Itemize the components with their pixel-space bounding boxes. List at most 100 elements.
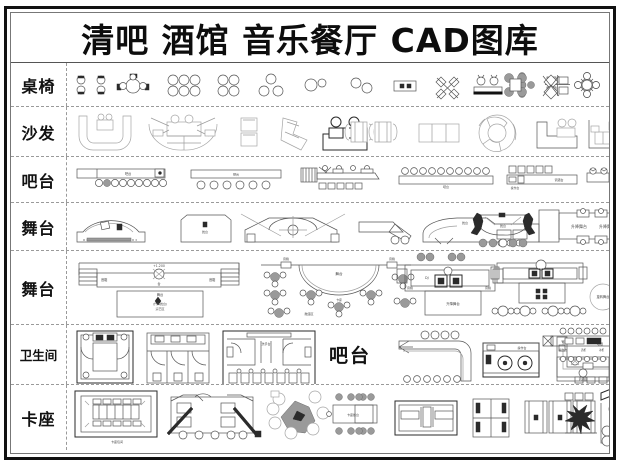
curved-sofa-with-table bbox=[148, 114, 218, 151]
three-seat-sofa bbox=[418, 123, 460, 143]
two-chairs-with-bench bbox=[473, 74, 503, 95]
svg-text:音箱: 音箱 bbox=[407, 285, 413, 290]
row-content-sofas bbox=[67, 107, 609, 156]
svg-text:演艺区: 演艺区 bbox=[155, 306, 164, 311]
long-booth-table-with-chairs: 卡座餐台 bbox=[326, 393, 374, 435]
round-booth-with-chairs bbox=[266, 390, 330, 440]
row-label-cell-tables: 桌椅 bbox=[11, 63, 67, 106]
sofa-blocks-right bbox=[344, 114, 609, 152]
svg-text:旋转舞台: 旋转舞台 bbox=[597, 294, 609, 299]
annotation-lift-stage-1: 升降舞台 bbox=[571, 223, 587, 229]
title-block: 清吧 酒馆 音乐餐厅 CAD图库 bbox=[11, 13, 609, 63]
long-bar-with-seven-stools: 吧台 bbox=[190, 169, 282, 190]
row-label-cell-restroom: 卫生间 bbox=[11, 325, 67, 384]
svg-text:操作台: 操作台 bbox=[559, 348, 567, 352]
row-content-stage: 舞台 bbox=[67, 203, 609, 250]
angled-chaise-sofa bbox=[280, 117, 308, 151]
svg-text:酒柜: 酒柜 bbox=[581, 348, 587, 352]
four-cell-booth-grid bbox=[472, 398, 510, 438]
row-content-bar: 吧台 吧台 bbox=[67, 157, 609, 202]
restroom-plan-two-stalls bbox=[76, 330, 134, 384]
annotation-lift-stage-2: 升降舞台 bbox=[599, 223, 609, 229]
lounge-seating-plan bbox=[588, 120, 609, 149]
starburst-and-corner-booth bbox=[564, 389, 609, 447]
starburst-icon bbox=[564, 404, 596, 435]
row-content-tables bbox=[67, 63, 609, 106]
domed-stage-plan bbox=[76, 220, 146, 243]
small-bar-two-stools bbox=[586, 167, 609, 183]
table-row: 卫生间 bbox=[11, 325, 609, 385]
svg-text:卡座包间: 卡座包间 bbox=[111, 439, 123, 444]
restroom-plan-with-urinals: 洗手台 bbox=[222, 330, 316, 384]
banquet-chairs-top bbox=[576, 208, 608, 218]
table-row: 沙发 bbox=[11, 107, 609, 157]
seating-below-stage bbox=[491, 305, 587, 317]
booth-blocks-left: 卡座包间 bbox=[74, 390, 374, 444]
svg-text:舞台: 舞台 bbox=[157, 292, 163, 297]
audience-tables: 卡座 bbox=[263, 271, 417, 318]
table-row: 舞台 音箱 音箱 +1.200 台 bbox=[11, 251, 609, 325]
svg-text:音箱: 音箱 bbox=[389, 256, 395, 261]
dj-booth-stage-plan: DJ 升降舞台 音箱 音箱 bbox=[396, 252, 504, 316]
svg-text:散座区: 散座区 bbox=[304, 311, 313, 316]
svg-text:吧台: 吧台 bbox=[125, 171, 131, 176]
single-round-table bbox=[304, 78, 327, 92]
square-table-four-chairs-dark bbox=[504, 73, 527, 97]
drawing-border-outer bbox=[4, 6, 616, 460]
booth-table-continued bbox=[354, 393, 378, 435]
row-label-bar: 吧台 bbox=[21, 171, 56, 191]
banquet-chairs-bottom bbox=[576, 235, 608, 245]
row-content-booth: 卡座包间 bbox=[67, 385, 609, 450]
double-diamond-chairs bbox=[542, 74, 560, 100]
svg-text:舞台: 舞台 bbox=[500, 223, 506, 228]
svg-text:音箱: 音箱 bbox=[485, 285, 491, 290]
u-shaped-booth-sofa bbox=[78, 113, 132, 151]
page-title: 清吧 酒馆 音乐餐厅 CAD图库 bbox=[81, 20, 539, 60]
stage-with-performers: 舞台 bbox=[470, 212, 536, 248]
booth-room-plan: 卡座包间 bbox=[74, 390, 158, 444]
row-label-cell-stage-detail: 舞台 bbox=[11, 251, 67, 324]
round-table-petal-chairs bbox=[574, 72, 600, 98]
svg-text:舞台: 舞台 bbox=[335, 271, 343, 276]
svg-text:操作台: 操作台 bbox=[511, 186, 520, 190]
round-table-with-four-chairs bbox=[116, 73, 150, 94]
bar-counter-blocks: 吧台 吧台 bbox=[76, 165, 609, 190]
table-row: 卡座 卡座包间 bbox=[11, 385, 609, 450]
stage-elevation-with-speakers: 音箱 音箱 +1.200 台 舞台 (升降舞台) 演艺区 bbox=[78, 262, 240, 318]
svg-text:调酒台: 调酒台 bbox=[554, 177, 563, 182]
four-round-tables-cluster bbox=[167, 74, 201, 97]
svg-text:操作台: 操作台 bbox=[517, 345, 526, 350]
stage-with-dj-and-seating: 旋转舞台 bbox=[490, 259, 609, 317]
svg-text:调酒区: 调酒区 bbox=[579, 377, 588, 381]
svg-text:吧台: 吧台 bbox=[233, 172, 239, 177]
row-label-stage: 舞台 bbox=[21, 218, 56, 238]
back-bar-with-sinks: 操作台 bbox=[482, 342, 540, 378]
two-seat-round-table-a bbox=[76, 75, 86, 95]
double-booth-cluster bbox=[166, 393, 262, 440]
bar-with-backbar-and-stools bbox=[300, 165, 380, 190]
svg-text:音箱: 音箱 bbox=[283, 256, 289, 261]
inline-label-bar: 吧台 bbox=[329, 345, 372, 367]
svg-text:卡座: 卡座 bbox=[336, 298, 342, 302]
curved-bar-with-stools bbox=[398, 330, 472, 383]
two-armchairs-pair bbox=[344, 121, 398, 143]
booth-blocks-right bbox=[354, 393, 596, 438]
svg-text:洗手台: 洗手台 bbox=[261, 341, 270, 346]
svg-text:升降舞台: 升降舞台 bbox=[446, 301, 460, 306]
trapezoid-stage-plan: 舞台 bbox=[180, 214, 232, 243]
three-round-stools bbox=[258, 73, 284, 97]
row-label-cell-sofas: 沙发 bbox=[11, 107, 67, 156]
lift-stage-with-banquet-tables: 升降舞台 升降舞台 灯光台 bbox=[538, 208, 609, 245]
two-seat-round-table-b bbox=[96, 75, 106, 95]
corner-booth-with-sofa bbox=[600, 389, 609, 447]
restroom-plan-three-stalls bbox=[146, 332, 210, 384]
stage-wing-detail bbox=[358, 221, 412, 245]
row-label-stage-detail: 舞台 bbox=[21, 279, 56, 299]
two-round-tables bbox=[350, 77, 373, 94]
row-label-restroom: 卫生间 bbox=[19, 348, 58, 363]
l-sofa-with-coffee-table bbox=[536, 118, 578, 149]
table-row: 吧台 bbox=[11, 157, 609, 203]
svg-text:台: 台 bbox=[157, 281, 160, 286]
table-row: 舞台 舞台 bbox=[11, 203, 609, 251]
